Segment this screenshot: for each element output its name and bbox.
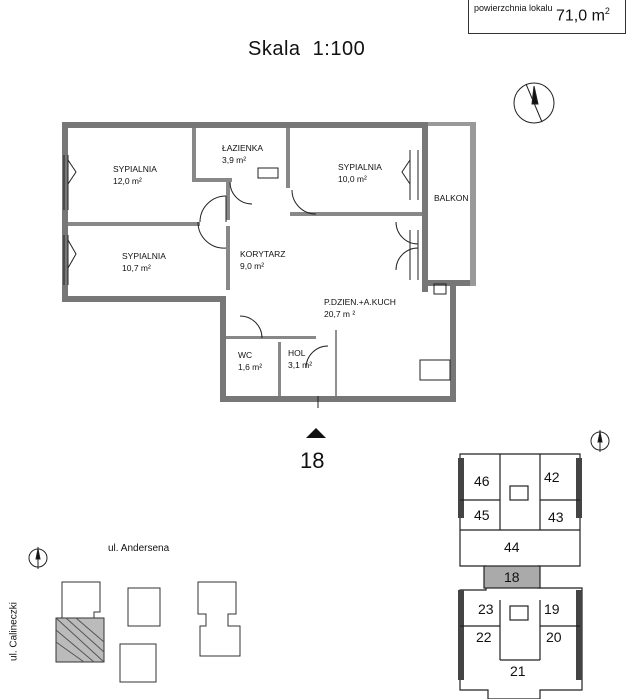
room-area: 20,7 m ² xyxy=(324,309,355,319)
room-name: WC xyxy=(238,350,252,360)
room-area: 3,1 m² xyxy=(288,360,312,370)
area-label: powierzchnia lokalu xyxy=(474,3,553,13)
apartment-number: 18 xyxy=(300,448,325,473)
room-name: ŁAZIENKA xyxy=(222,143,263,153)
area-value: 71,0 m2 xyxy=(556,6,610,25)
unit-number-label: 46 xyxy=(474,473,490,489)
site-plan xyxy=(55,581,241,683)
compass-icon xyxy=(28,547,48,569)
unit-number-highlighted: 18 xyxy=(504,569,520,585)
street-label-left: ul. Calineczki xyxy=(8,602,20,661)
key-plan xyxy=(458,453,583,699)
room-name: SYPIALNIA xyxy=(122,251,166,261)
room-area: 12,0 m² xyxy=(113,176,142,186)
area-value-number: 71,0 m xyxy=(556,7,605,25)
unit-number-label: 19 xyxy=(544,601,560,617)
street-label-top: ul. Andersena xyxy=(108,543,170,554)
room-labels: SYPIALNIA 12,0 m² ŁAZIENKA 3,9 m² SYPIAL… xyxy=(113,143,469,372)
room-area: 10,0 m² xyxy=(338,174,367,184)
area-unit-superscript: 2 xyxy=(604,6,610,16)
compass-icon xyxy=(590,430,610,452)
room-name: KORYTARZ xyxy=(240,249,286,259)
room-area: 3,9 m² xyxy=(222,155,246,165)
area-box xyxy=(468,0,626,34)
unit-number-label: 44 xyxy=(504,539,520,555)
room-name: BALKON xyxy=(434,193,469,203)
compass-icon xyxy=(513,82,555,124)
unit-number-label: 21 xyxy=(510,663,526,679)
unit-number-label: 45 xyxy=(474,507,490,523)
unit-number-label: 42 xyxy=(544,469,560,485)
unit-number-label: 22 xyxy=(476,629,492,645)
key-plan-unit-numbers: 46 42 45 43 44 18 23 19 22 20 21 xyxy=(474,469,564,679)
room-area: 1,6 m² xyxy=(238,362,262,372)
room-name: HOL xyxy=(288,348,306,358)
room-area: 9,0 m² xyxy=(240,261,264,271)
unit-number-label: 43 xyxy=(548,509,564,525)
apartment-walls xyxy=(62,122,476,408)
room-area: 10,7 m² xyxy=(122,263,151,273)
room-name: SYPIALNIA xyxy=(113,164,157,174)
room-name: P.DZIEN.+A.KUCH xyxy=(324,297,396,307)
entrance-arrow-icon xyxy=(306,428,326,438)
scale-label: Skala 1:100 xyxy=(248,38,366,60)
unit-number-label: 20 xyxy=(546,629,562,645)
room-name: SYPIALNIA xyxy=(338,162,382,172)
unit-number-label: 23 xyxy=(478,601,494,617)
